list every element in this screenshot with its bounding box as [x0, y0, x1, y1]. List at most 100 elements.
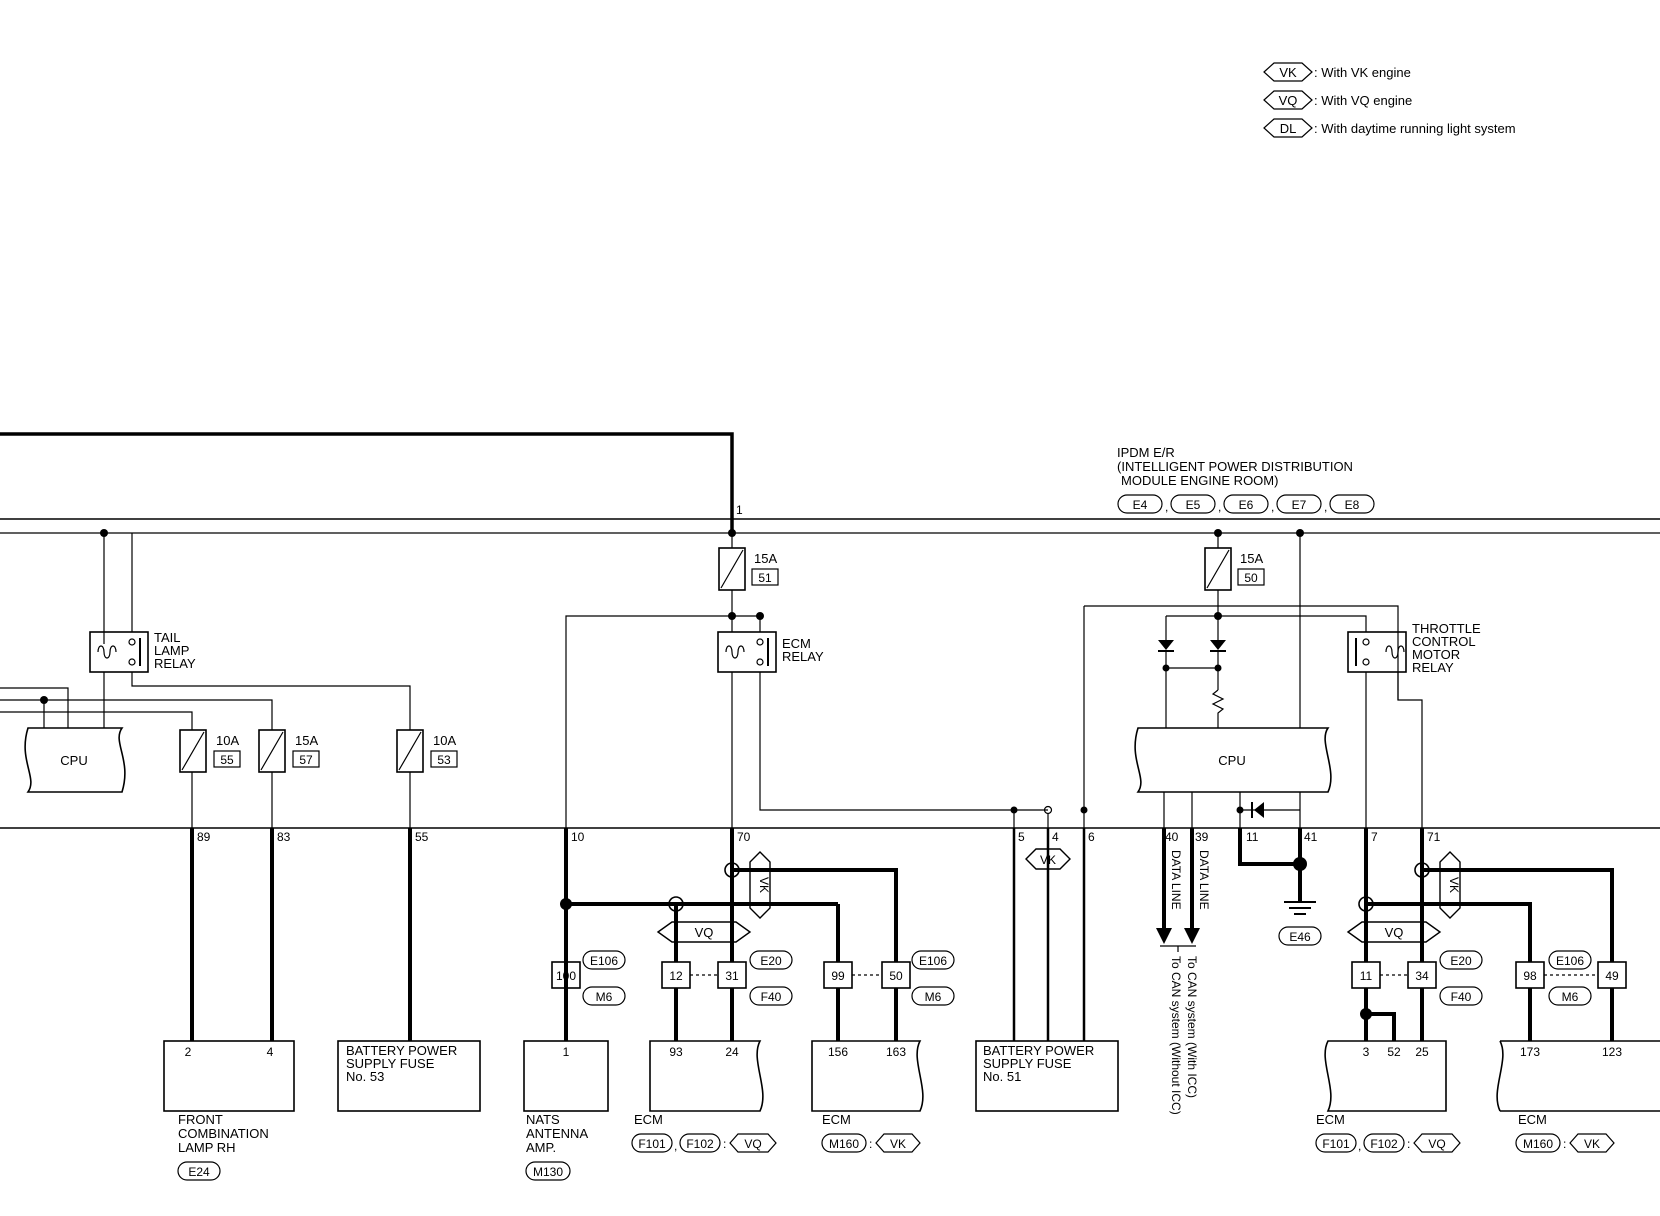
nats-name-1: NATS [526, 1112, 560, 1127]
fuse-55: 10A 55 [179, 729, 241, 773]
jc-tag-f40-b: F40 [1451, 990, 1472, 1004]
fuse51-supply-branch: VK 5 4 6 [1010, 606, 1095, 1041]
right-cpu-label: CPU [1218, 753, 1245, 768]
ipdm-pin-55: 55 [415, 830, 429, 844]
data-line-label-2: DATA LINE [1197, 850, 1211, 910]
ipdm-title-line3: MODULE ENGINE ROOM) [1121, 473, 1278, 488]
ecm-vq-r-name: ECM [1316, 1112, 1345, 1127]
ground-e46-label: E46 [1289, 930, 1311, 944]
ecm-vq-conn-f102: F102 [686, 1137, 714, 1151]
ecm-vq-r-conn-f102: F102 [1370, 1137, 1398, 1151]
ecm-vk-r-pin-173: 173 [1520, 1045, 1540, 1059]
lamp-name-1: FRONT [178, 1112, 223, 1127]
fuse-57: 15A 57 [258, 729, 320, 773]
ecm-vq-center: 93 24 ECM F101 , F102 : VQ [631, 1040, 777, 1153]
ecm-vq-name: ECM [634, 1112, 663, 1127]
ipdm-conn-e6: E6 [1239, 498, 1254, 512]
can-data-lines: DATA LINE DATA LINE To CAN system (Witho… [1156, 828, 1211, 1115]
fuse-51-amp: 15A [754, 551, 777, 566]
throttle-control-motor-relay: THROTTLE CONTROL MOTOR RELAY [1347, 621, 1481, 828]
jc-tag-e106-c: E106 [1556, 954, 1584, 968]
svg-text::: : [869, 1137, 872, 1151]
ecm-relay: ECM RELAY [565, 612, 1048, 828]
ipdm-pin-10: 10 [571, 830, 585, 844]
data-line-label-1: DATA LINE [1169, 850, 1183, 910]
legend-code-vq: VQ [1279, 93, 1298, 108]
svg-text:,: , [1218, 500, 1221, 514]
throttle-relay-label-3: MOTOR [1412, 647, 1460, 662]
jc-pin-34: 34 [1415, 969, 1429, 983]
svg-text:,: , [1271, 500, 1274, 514]
jc-pin-12: 12 [669, 969, 683, 983]
ipdm-pin-4: 4 [1052, 830, 1059, 844]
jc-pin-49: 49 [1605, 969, 1619, 983]
ecm-vq-right: 3 52 25 ECM F101 , F102 : VQ [1315, 1040, 1461, 1153]
svg-text::: : [1407, 1137, 1410, 1151]
jc-tag-m6-a: M6 [596, 990, 613, 1004]
left-cpu-label: CPU [60, 753, 87, 768]
ecm-vk-right: 173 123 ECM M160 : VK [1496, 1040, 1660, 1153]
jc-tag-e20-a: E20 [760, 954, 782, 968]
ipdm-conn-e7: E7 [1292, 498, 1307, 512]
lamp-pin-4: 4 [267, 1045, 274, 1059]
fuse51-name-2: SUPPLY FUSE [983, 1056, 1072, 1071]
legend-code-vk: VK [1279, 65, 1297, 80]
vk-tag-fuse51: VK [1040, 853, 1056, 867]
ecm-vq-pin-24: 24 [725, 1045, 739, 1059]
nats-antenna-amp: 1 NATS ANTENNA AMP. M130 [523, 1040, 609, 1181]
ipdm-pin-71: 71 [1427, 830, 1441, 844]
ecm-vk-name: ECM [822, 1112, 851, 1127]
fuse-51: 15A 51 [718, 529, 779, 632]
jc-tag-e20-b: E20 [1450, 954, 1472, 968]
ecm-vq-r-pin-52: 52 [1387, 1045, 1401, 1059]
ecm-vk-r-pin-123: 123 [1602, 1045, 1622, 1059]
fuse-57-number: 57 [299, 753, 313, 767]
fuse-57-amp: 15A [295, 733, 318, 748]
svg-text:,: , [1324, 500, 1327, 514]
battery-power-supply-fuse-53: BATTERY POWER SUPPLY FUSE No. 53 [337, 1040, 481, 1112]
svg-text::: : [1563, 1137, 1566, 1151]
ecm-vk-r-conn-tag: VK [1584, 1137, 1600, 1151]
left-harness-wires: 89 83 55 [190, 828, 429, 1041]
ecm-vq-conn-f101: F101 [638, 1137, 666, 1151]
legend-text-vk: : With VK engine [1314, 65, 1411, 80]
jc-tag-m6-c: M6 [1562, 990, 1579, 1004]
ipdm-pin-5: 5 [1018, 830, 1025, 844]
fuse51-name-1: BATTERY POWER [983, 1043, 1094, 1058]
jc-tag-m6-b: M6 [925, 990, 942, 1004]
svg-text::: : [723, 1137, 726, 1151]
tail-lamp-section: TAIL LAMP RELAY [0, 529, 411, 730]
joint-connectors-right: 11 34 E20 F40 98 49 E106 M6 [1351, 950, 1627, 1041]
ecm-relay-label-2: RELAY [782, 649, 824, 664]
nats-pin-1: 1 [563, 1045, 570, 1059]
ipdm-conn-e5: E5 [1186, 498, 1201, 512]
ipdm-conn-e4: E4 [1133, 498, 1148, 512]
legend-item-vq: VQ : With VQ engine [1263, 90, 1412, 110]
ipdm-title-line1: IPDM E/R [1117, 445, 1175, 460]
battery-power-supply-fuse-51: BATTERY POWER SUPPLY FUSE No. 51 [975, 1040, 1119, 1112]
ecm-vq-r-pin-25: 25 [1415, 1045, 1429, 1059]
ipdm-pin-40: 40 [1165, 830, 1179, 844]
ecm-relay-label-1: ECM [782, 636, 811, 651]
ipdm-pin-39: 39 [1195, 830, 1209, 844]
tail-relay-label-2: LAMP [154, 643, 189, 658]
ipdm-cpu-inputs [1084, 529, 1399, 728]
jc-tag-f40-a: F40 [761, 990, 782, 1004]
vq-tag-right: VQ [1385, 925, 1404, 940]
nats-name-3: AMP. [526, 1140, 556, 1155]
jc-tag-e106-b: E106 [919, 954, 947, 968]
fuse-55-number: 55 [220, 753, 234, 767]
legend-code-dl: DL [1280, 121, 1297, 136]
tail-relay-label-3: RELAY [154, 656, 196, 671]
jc-pin-100: 100 [556, 969, 576, 983]
ipdm-connectors: E4 , E5 , E6 , E7 , E8 [1117, 494, 1375, 514]
throttle-relay-label-1: THROTTLE [1412, 621, 1481, 636]
nats-name-2: ANTENNA [526, 1126, 588, 1141]
fuse51-name-3: No. 51 [983, 1069, 1021, 1084]
jc-pin-98: 98 [1523, 969, 1537, 983]
can-with-icc-label: To CAN system (With ICC) [1185, 956, 1199, 1098]
ipdm-title-line2: (INTELLIGENT POWER DISTRIBUTION [1117, 459, 1353, 474]
ecm-vk-r-conn-m160: M160 [1523, 1137, 1553, 1151]
ecm-vq-pin-93: 93 [669, 1045, 683, 1059]
